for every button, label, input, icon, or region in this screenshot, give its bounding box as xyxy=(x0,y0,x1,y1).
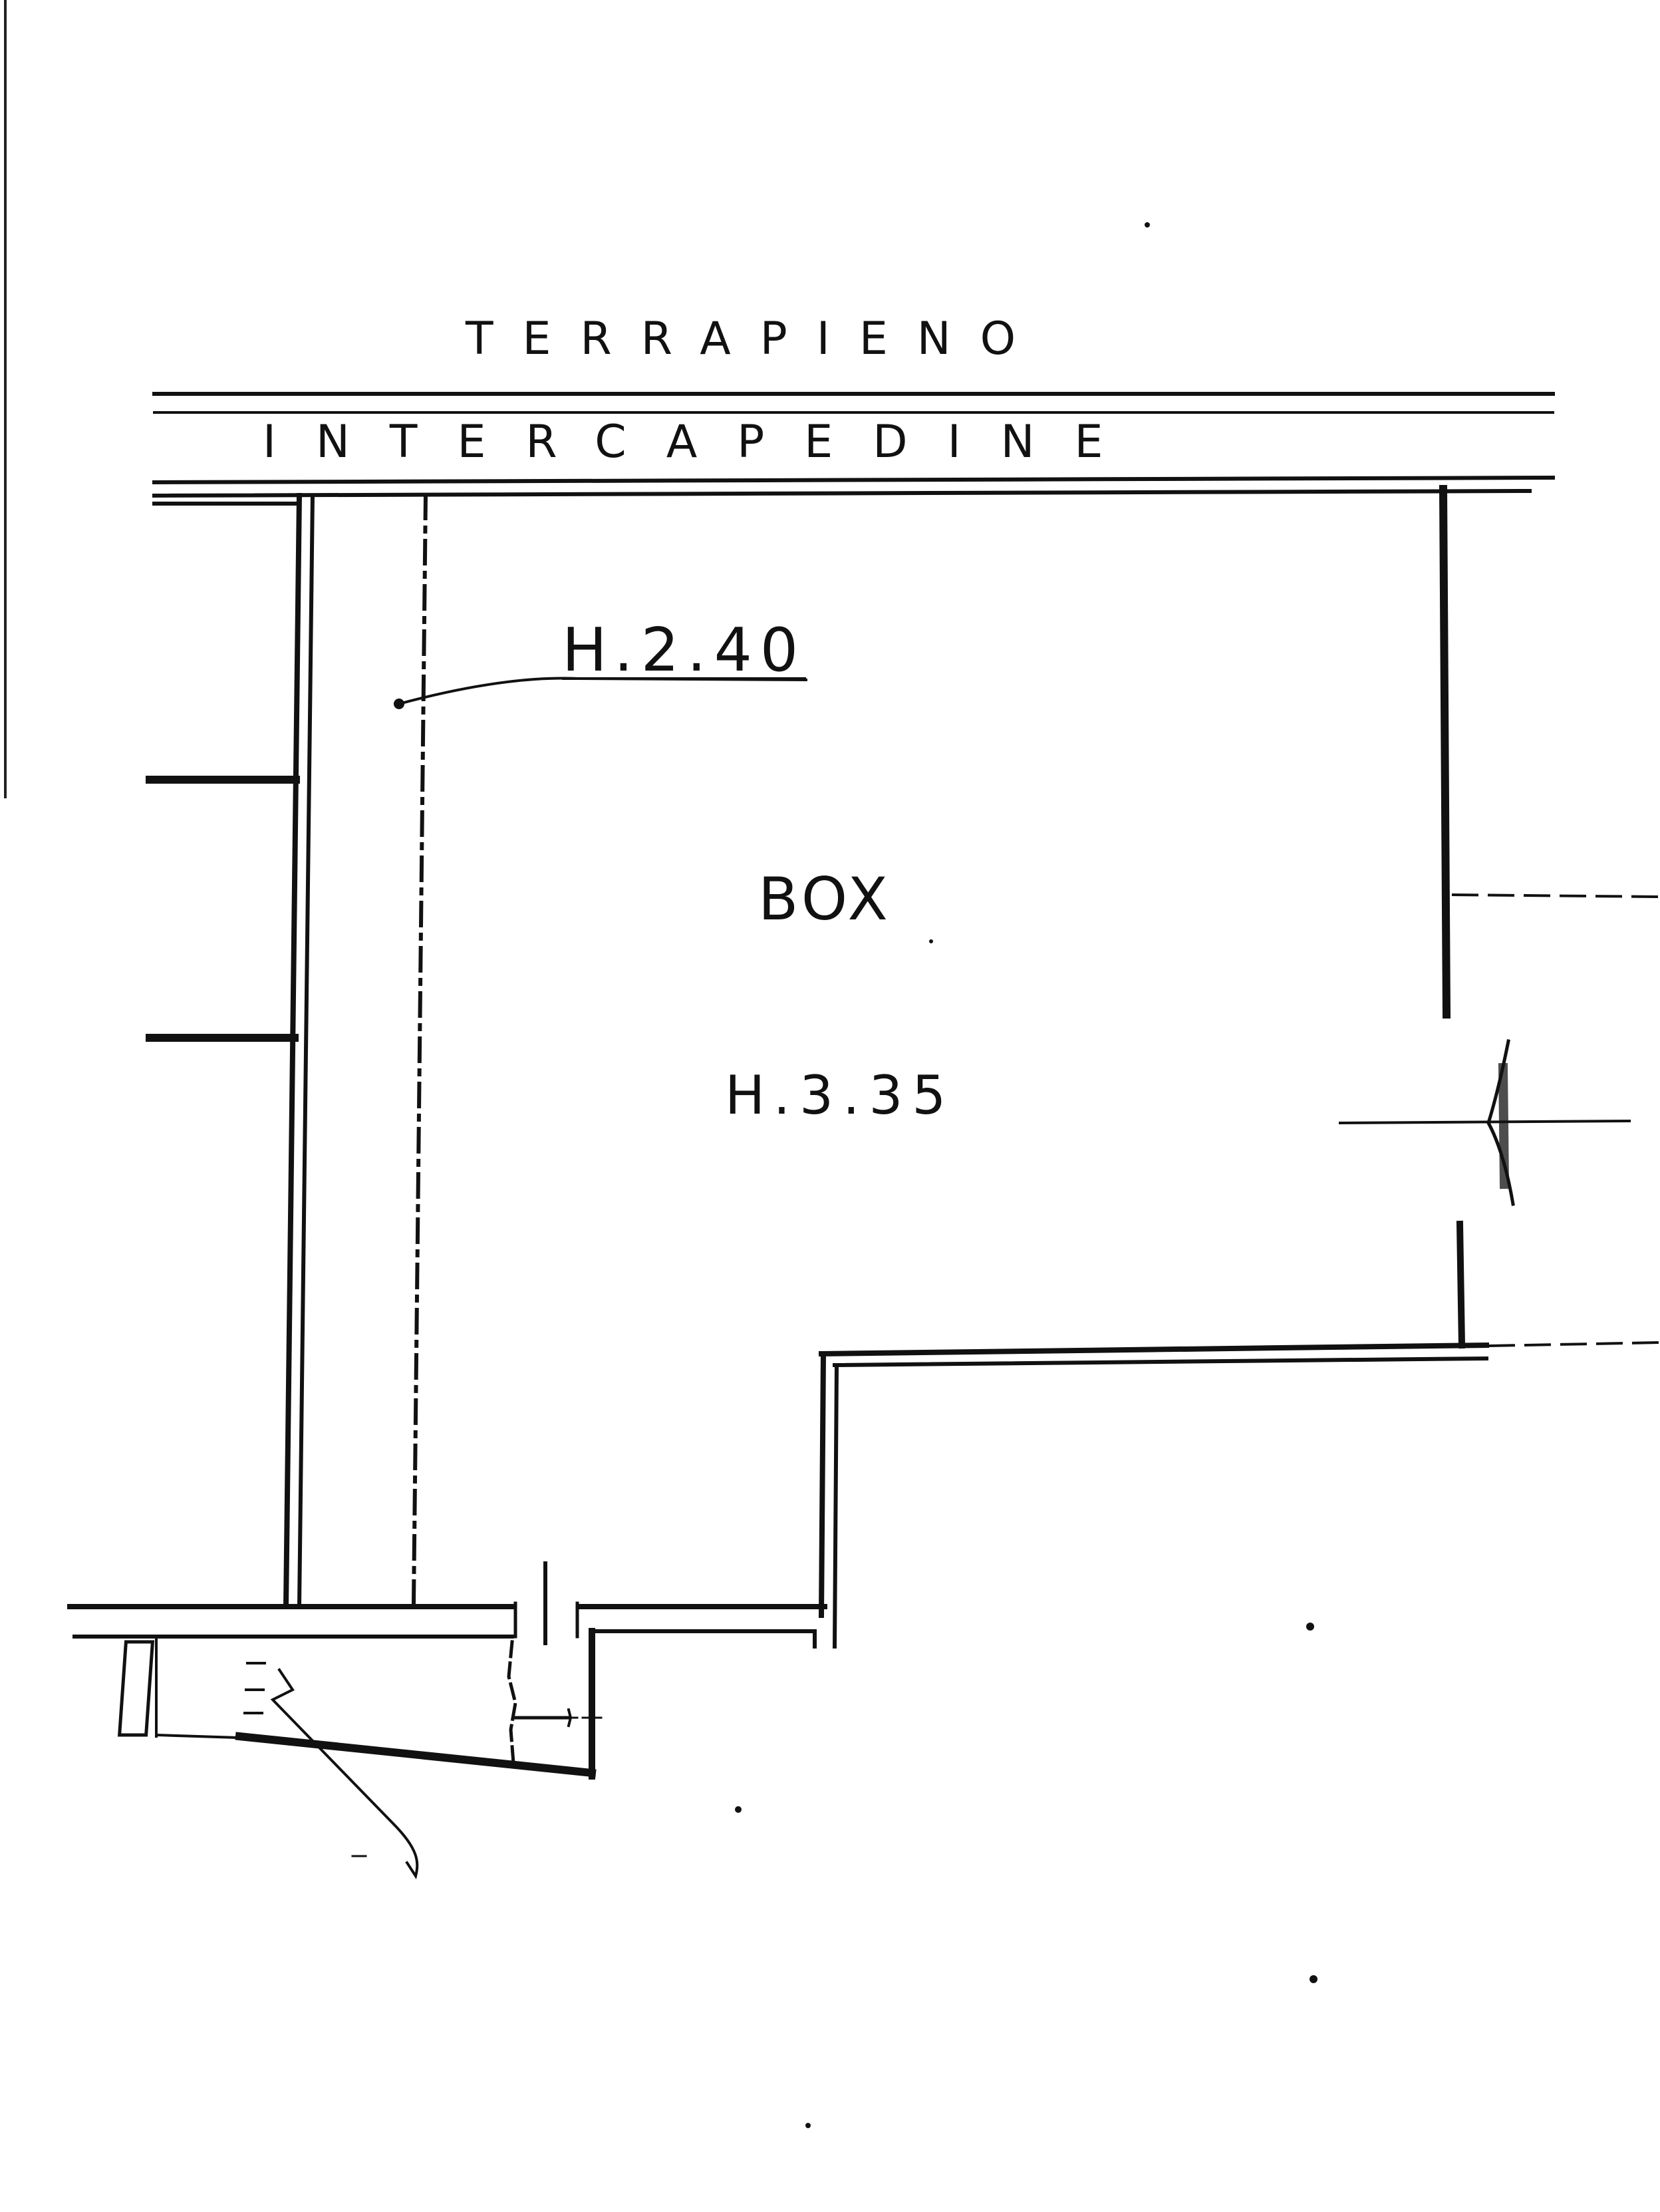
room-name-label: BOX xyxy=(758,865,892,933)
dashed-line-upper xyxy=(1451,893,1660,899)
terrapieno-label: TERRAPIENO xyxy=(466,313,1045,365)
stair-leader-line xyxy=(270,1668,419,1879)
left-wall xyxy=(283,492,315,1610)
ceiling-height-main-label: H.3.35 xyxy=(725,1064,956,1126)
stair-element xyxy=(117,1640,266,1737)
ceiling-limit-line xyxy=(411,493,428,1606)
step-wall xyxy=(818,1342,1490,1649)
annex-room xyxy=(154,1628,607,1780)
bottom-opening xyxy=(513,1561,579,1645)
door-opening xyxy=(1338,1039,1631,1206)
intercapedine-band xyxy=(152,392,1556,498)
ceiling-height-low-label: H.2.40 xyxy=(562,615,807,685)
paper-specks xyxy=(735,222,1317,2128)
bottom-wall xyxy=(67,1604,827,1649)
leader-dot xyxy=(394,699,404,709)
right-wall xyxy=(1439,484,1466,1349)
intercapedine-label: INTERCAPEDINE xyxy=(263,416,1143,468)
dashed-line-lower xyxy=(1488,1341,1660,1348)
height-leader-line xyxy=(397,677,808,706)
